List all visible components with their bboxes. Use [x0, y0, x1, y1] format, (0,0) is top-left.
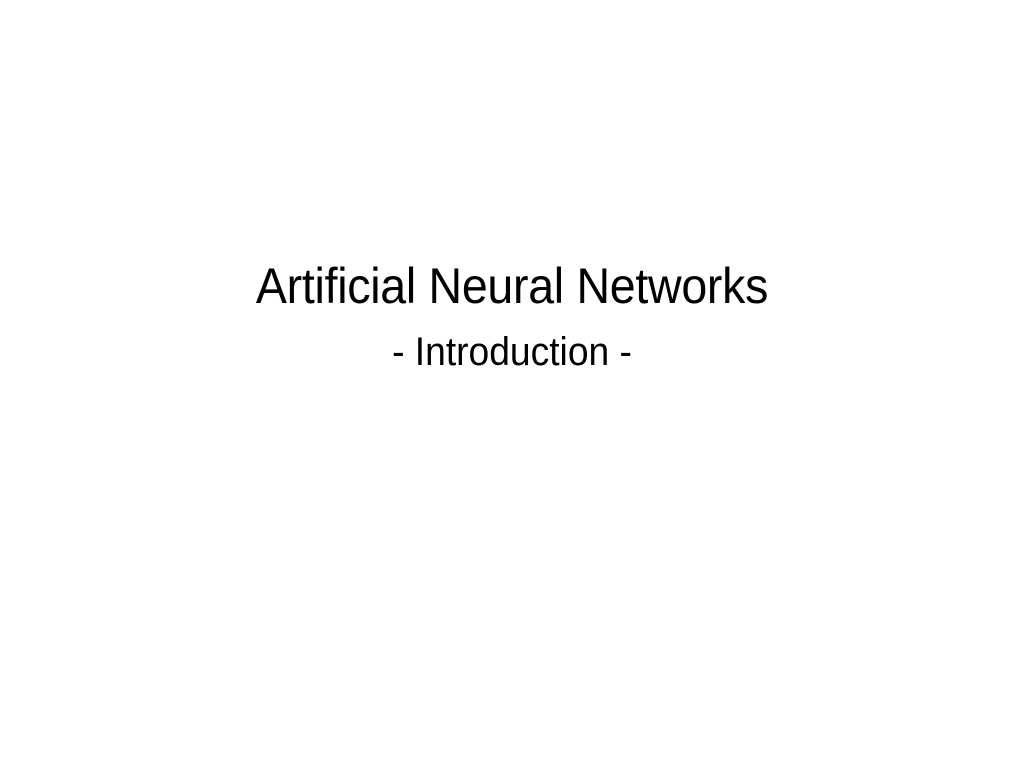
subtitle-lead-dash: - — [392, 330, 415, 374]
slide-subtitle: - Introduction - — [36, 324, 988, 380]
slide-title: Artificial Neural Networks — [255, 258, 769, 314]
subtitle-text: Introduction - — [414, 330, 632, 374]
title-block: Artificial Neural Networks - Introductio… — [0, 248, 1024, 380]
